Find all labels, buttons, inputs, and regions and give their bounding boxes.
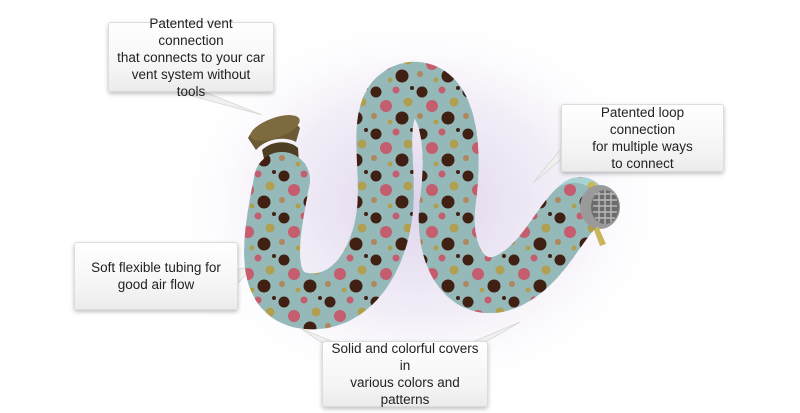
callout-loop-line1: Patented loop connection bbox=[600, 105, 685, 137]
callout-colorful-covers: Solid and colorful covers in various col… bbox=[322, 341, 488, 407]
callout-flexible-tubing: Soft flexible tubing for good air flow bbox=[74, 242, 238, 310]
callout-loop-line3: to connect bbox=[611, 156, 674, 171]
callout-vent-line2: that connects to your car bbox=[117, 49, 265, 65]
callout-vent-connection: Patented vent connection that connects t… bbox=[108, 16, 274, 99]
callout-covers-line1: Solid and colorful covers in bbox=[331, 341, 479, 373]
callout-loop-line2: for multiple ways bbox=[592, 139, 693, 154]
callout-covers-line2: various colors and patterns bbox=[350, 375, 460, 407]
hose-body bbox=[244, 61, 608, 330]
callout-vent-line1: Patented vent connection bbox=[149, 15, 233, 48]
loop-connector bbox=[580, 185, 620, 246]
callout-vent-line3: vent system without tools bbox=[131, 66, 251, 99]
callout-loop-connection: Patented loop connection for multiple wa… bbox=[561, 104, 724, 172]
callout-tubing-line2: good air flow bbox=[117, 277, 195, 292]
callout-tubing-line1: Soft flexible tubing for bbox=[91, 260, 221, 275]
